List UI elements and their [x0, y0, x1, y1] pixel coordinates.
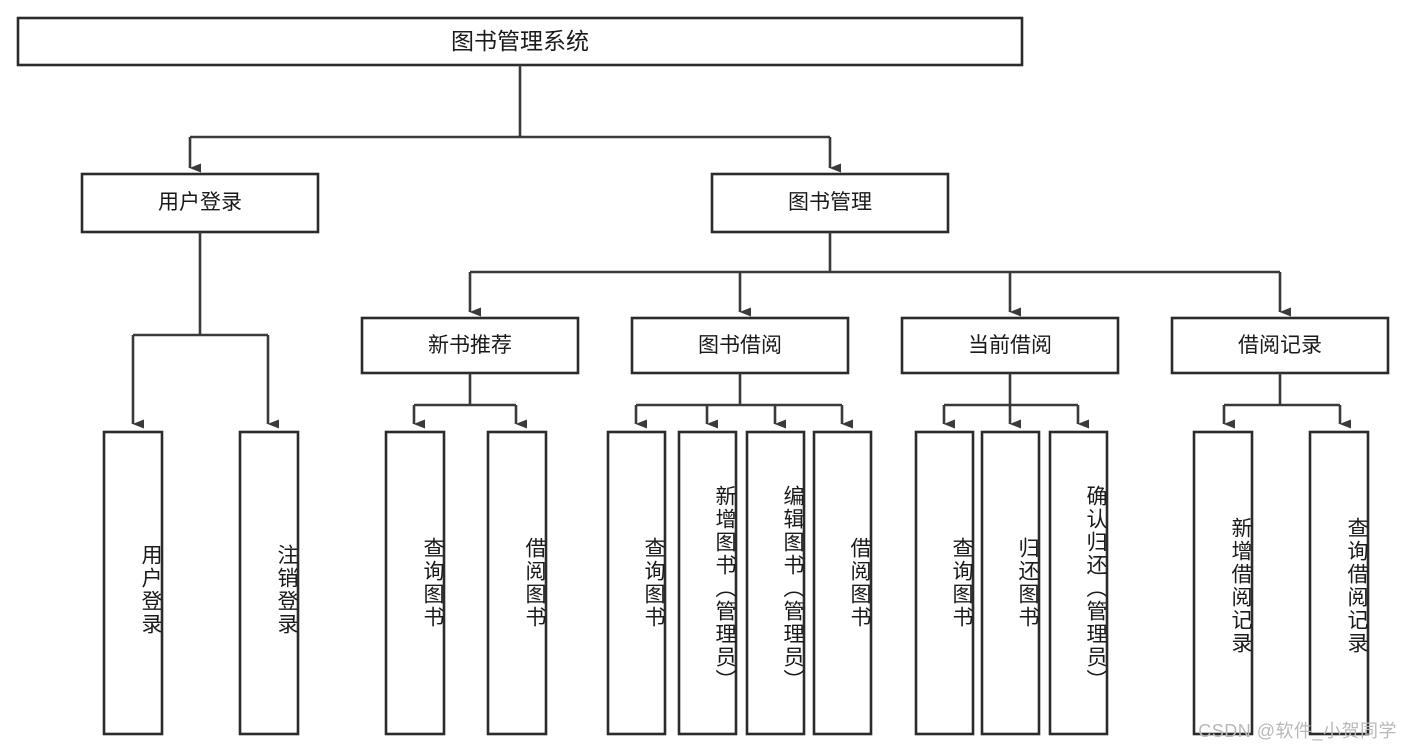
node-box-current-borrow[interactable]	[900, 316, 1120, 375]
node-box-leaf-confirm-return-admin[interactable]	[1048, 430, 1109, 736]
node-box-leaf-add-record[interactable]	[1192, 430, 1254, 736]
node-box-leaf-logout[interactable]	[238, 430, 300, 736]
node-box-leaf-borrow-book[interactable]	[812, 430, 873, 736]
watermark-text: CSDN @软件_小贺同学	[1198, 721, 1397, 741]
node-box-root[interactable]	[16, 16, 1024, 67]
node-box-leaf-add-book-admin[interactable]	[677, 430, 738, 736]
node-box-leaf-user-login[interactable]	[102, 430, 164, 736]
node-box-book-borrow[interactable]	[630, 316, 850, 375]
node-box-leaf-query-record[interactable]	[1308, 430, 1370, 736]
node-box-new-book[interactable]	[360, 316, 580, 375]
node-box-leaf-borrow-book-new[interactable]	[486, 430, 548, 736]
node-box-user-login[interactable]	[80, 172, 320, 234]
node-box-leaf-edit-book-admin[interactable]	[745, 430, 806, 736]
node-box-leaf-query-book-borrow[interactable]	[606, 430, 667, 736]
node-box-borrow-record[interactable]	[1170, 316, 1390, 375]
node-box-book-manage[interactable]	[710, 172, 950, 234]
node-box-leaf-query-book-current[interactable]	[914, 430, 975, 736]
node-box-leaf-return-book[interactable]	[980, 430, 1041, 736]
node-box-leaf-query-book-new[interactable]	[384, 430, 446, 736]
